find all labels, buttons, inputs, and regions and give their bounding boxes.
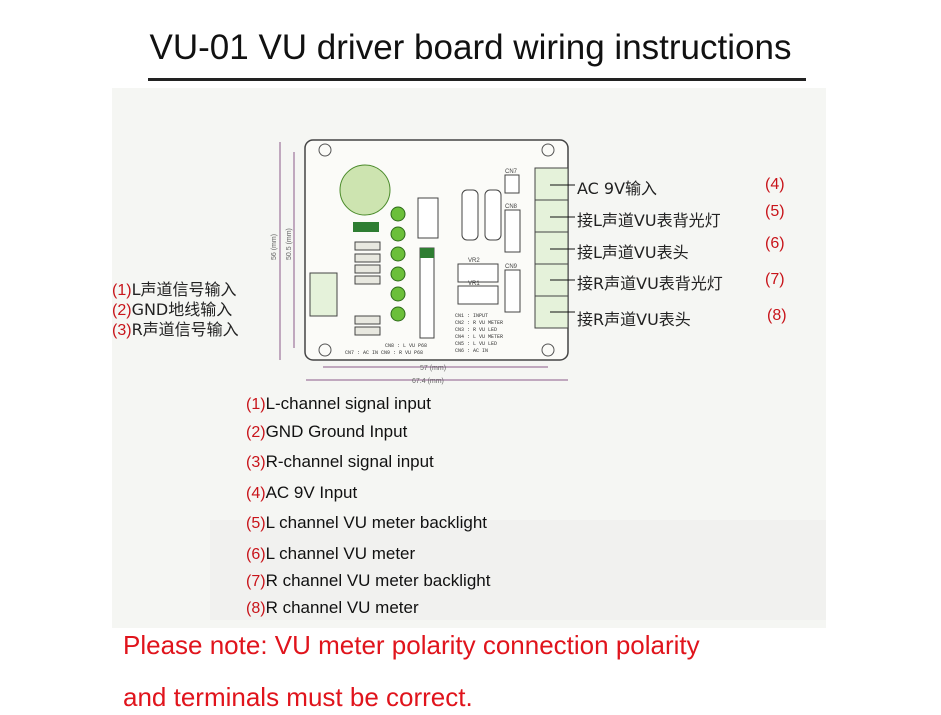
label-text: L声道信号输入: [131, 280, 237, 299]
list-item: (2)GND Ground Input: [246, 422, 407, 442]
right-label-7: 接R声道VU表背光灯: [577, 274, 723, 293]
list-text: R-channel signal input: [265, 452, 434, 471]
label-text: R声道信号输入: [131, 320, 239, 339]
list-item: (3)R-channel signal input: [246, 452, 434, 472]
board-legend-line: CN2 : R VU METER: [455, 320, 503, 326]
list-number: (6): [246, 546, 266, 563]
dimension-lines: [279, 142, 568, 381]
input-terminal-block: [309, 272, 338, 317]
label-number: (3): [112, 322, 132, 339]
dim-height-inner: 50.5 (mm): [286, 228, 293, 260]
vr2-label: VR2: [468, 258, 480, 264]
dim-width-outer: 67.4 (mm): [412, 378, 444, 385]
output-terminal-blocks: [534, 167, 569, 329]
right-label-5: 接L声道VU表背光灯: [577, 211, 721, 230]
board-outline: [304, 139, 569, 361]
right-number-8: (8): [767, 307, 787, 324]
left-label-3: (3)R声道信号输入: [112, 316, 239, 340]
transistors: [390, 206, 406, 322]
board-legend-line: CN6 : AC IN: [455, 348, 488, 354]
board-legend-line: CN8 : L VU P68: [385, 343, 427, 349]
list-item: (5)L channel VU meter backlight: [246, 513, 487, 533]
dim-height-outer: 56 (mm): [271, 234, 278, 260]
right-label-8: 接R声道VU表头: [577, 310, 691, 329]
cn7-label: CN7: [505, 169, 518, 175]
board-legend-line: CN7 : AC IN CN9 : R VU P68: [345, 350, 423, 356]
list-number: (7): [246, 573, 266, 590]
polarity-note-line-1: Please note: VU meter polarity connectio…: [123, 630, 700, 660]
list-number: (5): [246, 515, 266, 532]
right-number-7: (7): [765, 271, 785, 288]
list-text: L-channel signal input: [265, 394, 431, 413]
pcb-board-diagram: 56 (mm) 50.5 (mm) 57 (mm) 67.4 (mm) VR2 …: [271, 139, 575, 385]
list-number: (8): [246, 600, 266, 617]
list-text: L channel VU meter: [265, 544, 416, 563]
list-text: AC 9V Input: [265, 483, 358, 502]
label-number: (2): [112, 302, 132, 319]
left-label-1: (1)L声道信号输入: [112, 276, 236, 300]
list-text: GND Ground Input: [265, 422, 408, 441]
list-item: (1)L-channel signal input: [246, 394, 431, 414]
list-item: (4)AC 9V Input: [246, 483, 357, 503]
vr1-label: VR1: [468, 281, 480, 287]
cn9-label: CN9: [505, 264, 518, 270]
list-item: (7)R channel VU meter backlight: [246, 571, 490, 591]
list-number: (1): [246, 396, 266, 413]
list-item: (6)L channel VU meter: [246, 544, 415, 564]
dim-width-inner: 57 (mm): [420, 365, 446, 372]
list-number: (4): [246, 485, 266, 502]
capacitor: [339, 164, 391, 216]
right-number-5: (5): [765, 203, 785, 220]
cn8-label: CN8: [505, 204, 518, 210]
label-number: (1): [112, 282, 132, 299]
right-label-6: 接L声道VU表头: [577, 243, 689, 262]
list-text: R channel VU meter backlight: [265, 571, 491, 590]
leader-lines: [550, 184, 575, 313]
right-number-6: (6): [765, 235, 785, 252]
list-number: (2): [246, 424, 266, 441]
board-legend-line: CN3 : R VU LED: [455, 327, 497, 333]
list-text: R channel VU meter: [265, 598, 419, 617]
list-number: (3): [246, 454, 266, 471]
diagram-background-lower: [210, 520, 826, 620]
label-text: GND地线输入: [131, 300, 233, 319]
list-text: L channel VU meter backlight: [265, 513, 487, 532]
title-underline: [148, 78, 806, 81]
board-legend-line: CN4 : L VU METER: [455, 334, 503, 340]
polarity-note-line-2: and terminals must be correct.: [123, 682, 473, 712]
resistors: [354, 241, 381, 336]
left-label-2: (2)GND地线输入: [112, 296, 232, 320]
board-legend-line: CN1 : INPUT: [455, 313, 488, 319]
right-label-4: AC 9V输入: [577, 179, 658, 198]
right-number-4: (4): [765, 176, 785, 193]
list-item: (8)R channel VU meter: [246, 598, 419, 618]
page-title: VU-01 VU driver board wiring instruction…: [149, 28, 792, 67]
board-legend-line: CN5 : L VU LED: [455, 341, 497, 347]
